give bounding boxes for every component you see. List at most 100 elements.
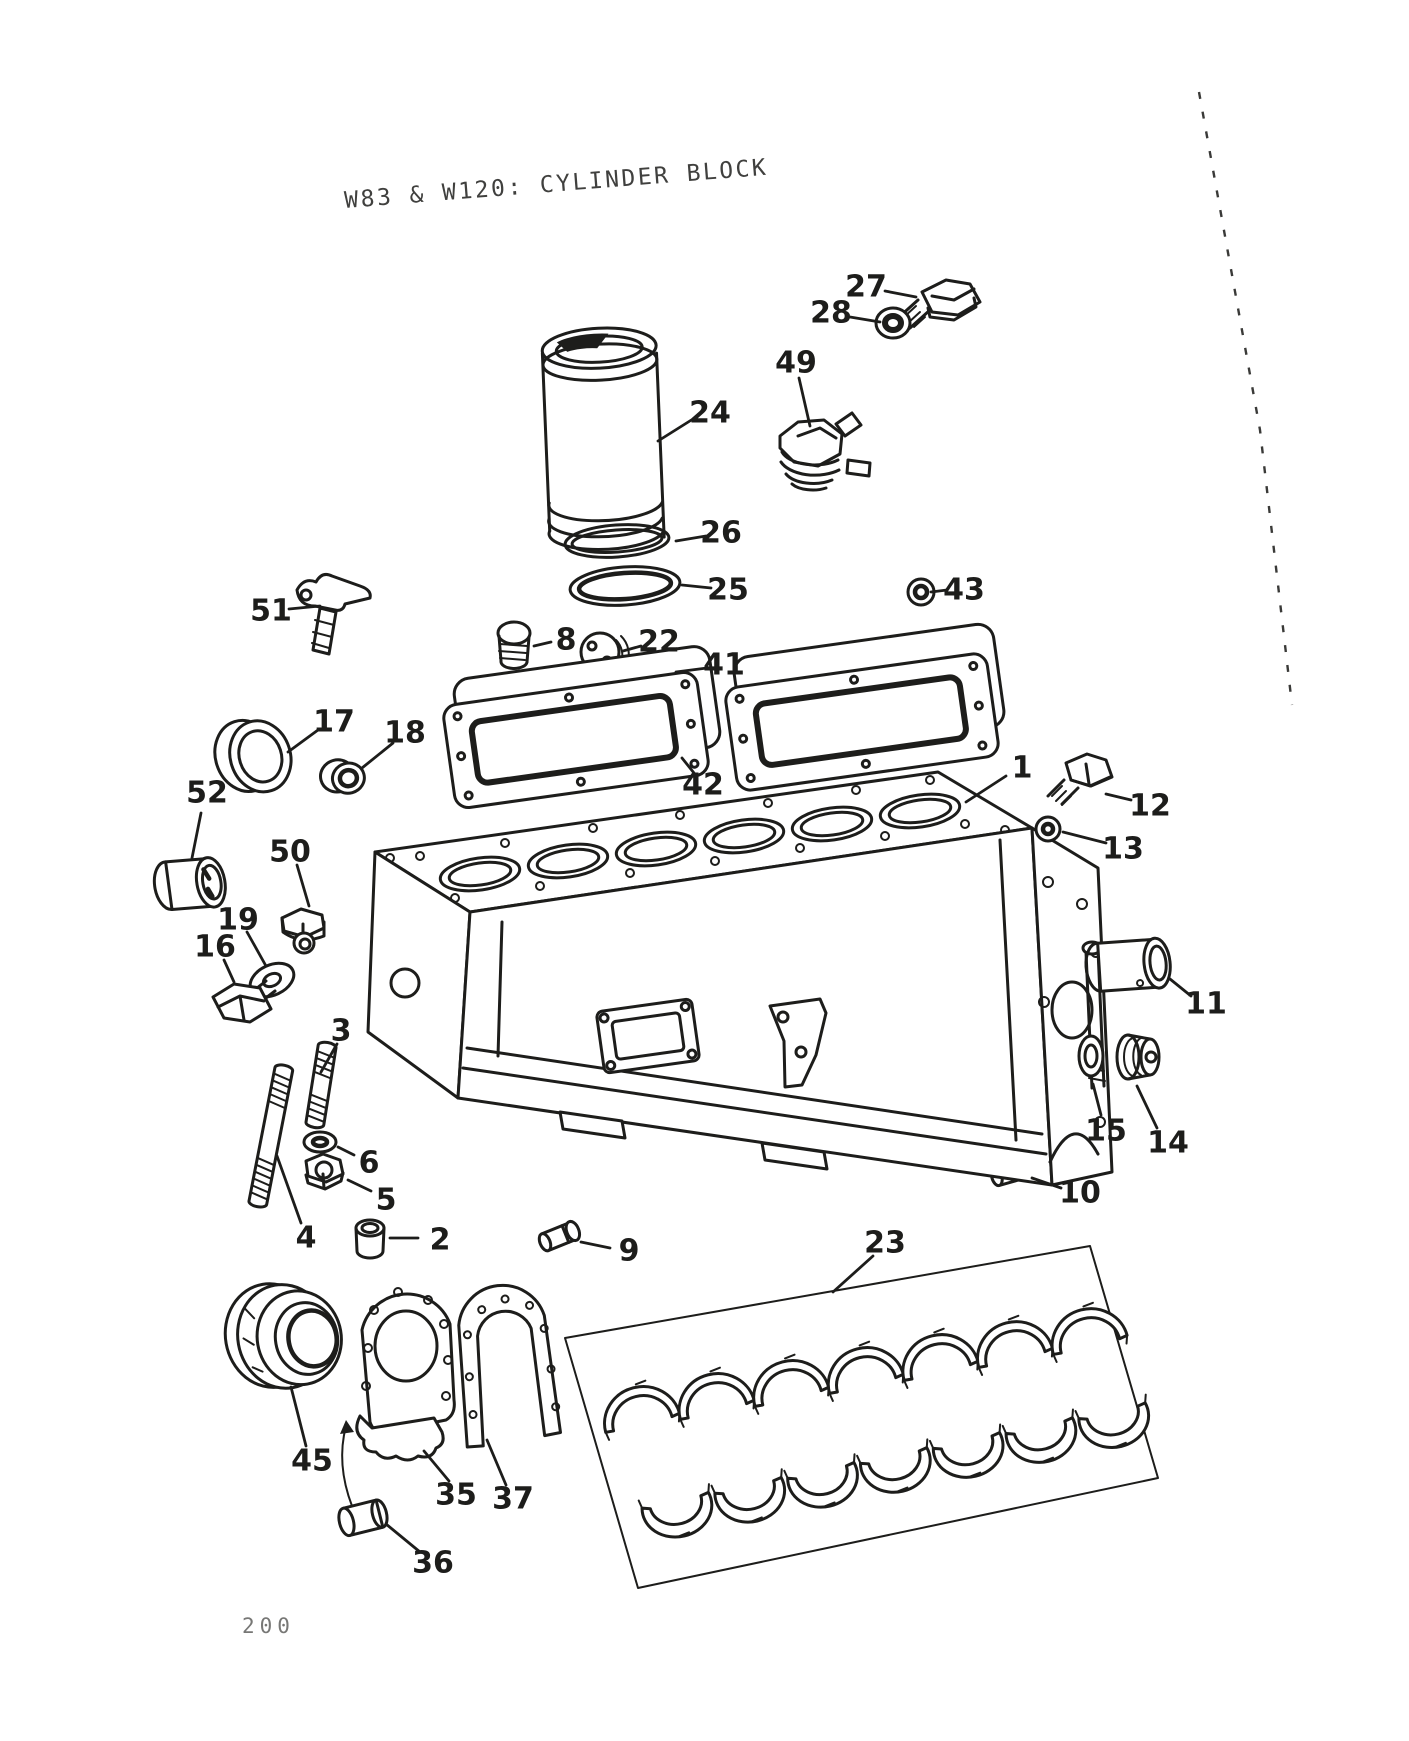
washer-13-drawing bbox=[1034, 815, 1062, 843]
callout-14: 14 bbox=[1147, 1126, 1189, 1161]
callout-25: 25 bbox=[707, 573, 749, 608]
retainer-plate-35-drawing bbox=[340, 1287, 456, 1507]
seal-ring-25-drawing bbox=[568, 565, 682, 607]
callout-leader-49 bbox=[797, 376, 812, 428]
hex-bolt-16-drawing bbox=[211, 979, 277, 1024]
callout-leader-26 bbox=[674, 534, 708, 543]
callout-leader-28 bbox=[848, 315, 882, 324]
side-cover-gaskets-drawing bbox=[442, 622, 1006, 809]
callout-leader-16 bbox=[222, 958, 236, 984]
callout-27: 27 bbox=[845, 270, 887, 305]
callout-leader-19 bbox=[245, 930, 268, 968]
callout-leader-43 bbox=[929, 588, 949, 594]
callout-leader-24 bbox=[656, 417, 695, 443]
cylinder-liner-24-drawing bbox=[540, 326, 666, 551]
callout-leader-23 bbox=[831, 1254, 875, 1294]
callout-leader-45 bbox=[289, 1385, 308, 1448]
callout-42: 42 bbox=[682, 768, 724, 803]
callout-1: 1 bbox=[1012, 751, 1033, 786]
bearing-set-box-23-drawing bbox=[564, 1245, 1159, 1589]
gasket-37-drawing bbox=[457, 1283, 562, 1449]
nut-5-drawing bbox=[304, 1152, 345, 1191]
callout-leader-12 bbox=[1104, 792, 1133, 802]
page-number: 200 bbox=[242, 1614, 295, 1638]
callout-leader-1 bbox=[964, 774, 1008, 804]
callout-leader-13 bbox=[1061, 830, 1108, 845]
nut-50-drawing bbox=[280, 907, 326, 955]
cylinder-block-1-drawing bbox=[366, 770, 1114, 1187]
plug-8-drawing bbox=[496, 620, 532, 670]
callout-23: 23 bbox=[864, 1226, 906, 1261]
callout-leader-14 bbox=[1135, 1084, 1159, 1130]
callout-18: 18 bbox=[384, 716, 426, 751]
callout-leader-10 bbox=[1030, 1176, 1063, 1190]
seal-17-drawing bbox=[213, 718, 293, 794]
callout-8: 8 bbox=[556, 623, 577, 658]
cup-bushing-52-drawing bbox=[152, 856, 227, 912]
callout-leader-52 bbox=[190, 811, 203, 860]
callout-leader-42 bbox=[680, 756, 696, 775]
stud-4-drawing bbox=[247, 1063, 295, 1209]
callout-leader-6 bbox=[336, 1145, 356, 1157]
callout-leader-37 bbox=[485, 1438, 508, 1487]
seal-ring-15-drawing bbox=[1077, 1034, 1105, 1078]
callout-leader-5 bbox=[346, 1178, 373, 1193]
callout-leader-9 bbox=[579, 1240, 612, 1250]
callout-3: 3 bbox=[331, 1014, 352, 1049]
callout-leader-4 bbox=[275, 1154, 303, 1225]
callout-leader-25 bbox=[680, 583, 713, 590]
seal-assembly-45-drawing bbox=[223, 1282, 343, 1390]
callout-19: 19 bbox=[217, 903, 259, 938]
callout-leader-3 bbox=[319, 1042, 339, 1074]
page-title: W83 & W120: CYLINDER BLOCK bbox=[343, 155, 769, 214]
callout-5: 5 bbox=[376, 1183, 397, 1218]
callout-49: 49 bbox=[775, 346, 817, 381]
callout-leader-18 bbox=[360, 741, 395, 770]
callout-11: 11 bbox=[1185, 987, 1227, 1022]
fold-dash-line bbox=[1197, 91, 1294, 706]
cup-plug-2-drawing bbox=[354, 1218, 386, 1260]
plug-49-drawing bbox=[778, 411, 872, 492]
callout-13: 13 bbox=[1102, 832, 1144, 867]
callout-45: 45 bbox=[291, 1444, 333, 1479]
callout-15: 15 bbox=[1085, 1114, 1127, 1149]
callout-2: 2 bbox=[430, 1223, 451, 1258]
callout-28: 28 bbox=[810, 296, 852, 331]
callout-37: 37 bbox=[492, 1482, 534, 1517]
callout-leader-27 bbox=[883, 289, 918, 299]
callout-36: 36 bbox=[412, 1546, 454, 1581]
callout-leader-22 bbox=[621, 644, 643, 653]
callout-leader-8 bbox=[532, 640, 553, 648]
seal-18-drawing bbox=[319, 758, 366, 795]
callout-17: 17 bbox=[313, 705, 355, 740]
callout-leader-41 bbox=[674, 666, 709, 674]
callout-16: 16 bbox=[194, 930, 236, 965]
washer-6-drawing bbox=[302, 1130, 338, 1154]
callout-43: 43 bbox=[943, 573, 985, 608]
callout-leader-50 bbox=[295, 863, 311, 908]
callout-leader-36 bbox=[384, 1522, 422, 1554]
callout-22: 22 bbox=[638, 625, 680, 660]
callout-6: 6 bbox=[359, 1146, 380, 1181]
callout-12: 12 bbox=[1129, 789, 1171, 824]
callout-35: 35 bbox=[435, 1478, 477, 1513]
callout-leader-15 bbox=[1091, 1082, 1103, 1117]
callout-leader-51 bbox=[287, 604, 322, 611]
callout-51: 51 bbox=[250, 594, 292, 629]
callout-leader-17 bbox=[286, 728, 320, 754]
washer-28-drawing bbox=[874, 306, 912, 340]
dowel-36-drawing bbox=[337, 1498, 389, 1538]
callout-9: 9 bbox=[619, 1234, 640, 1269]
callout-50: 50 bbox=[269, 835, 311, 870]
cup-plug-11-drawing bbox=[1084, 936, 1172, 993]
seal-ring-26-drawing bbox=[563, 523, 671, 559]
callout-leader-35 bbox=[422, 1449, 451, 1483]
callout-10: 10 bbox=[1059, 1176, 1101, 1211]
callout-24: 24 bbox=[689, 396, 731, 431]
callout-26: 26 bbox=[700, 516, 742, 551]
plug-9-drawing bbox=[537, 1219, 582, 1253]
plug-14-drawing bbox=[1115, 1033, 1161, 1081]
